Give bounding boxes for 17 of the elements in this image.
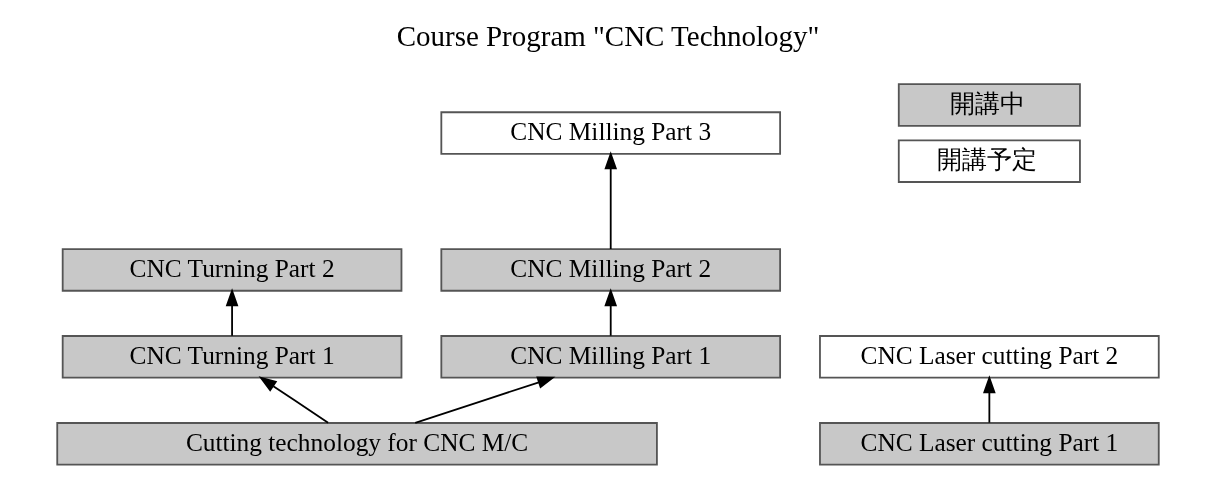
arrow xyxy=(982,375,996,424)
diagram-title: Course Program "CNC Technology" xyxy=(396,19,819,52)
node-box: CNC Laser cutting Part 1 xyxy=(818,422,1160,466)
node-box: CNC Turning Part 1 xyxy=(61,335,402,379)
node-box: CNC Laser cutting Part 2 xyxy=(818,335,1160,379)
arrow xyxy=(413,376,555,424)
legend-label: 開講中 xyxy=(949,88,1025,117)
arrow xyxy=(603,288,617,337)
arrow xyxy=(603,151,617,250)
legend-label: 開講予定 xyxy=(936,144,1037,173)
arrow xyxy=(225,288,238,337)
node-box: CNC Milling Part 1 xyxy=(439,335,781,379)
node-box: CNC Milling Part 2 xyxy=(439,248,781,292)
node-box: CNC Milling Part 3 xyxy=(439,111,781,155)
node-box: Cutting technology for CNC M/C xyxy=(55,422,658,466)
arrow xyxy=(258,376,329,424)
node-box: CNC Turning Part 2 xyxy=(61,248,402,292)
